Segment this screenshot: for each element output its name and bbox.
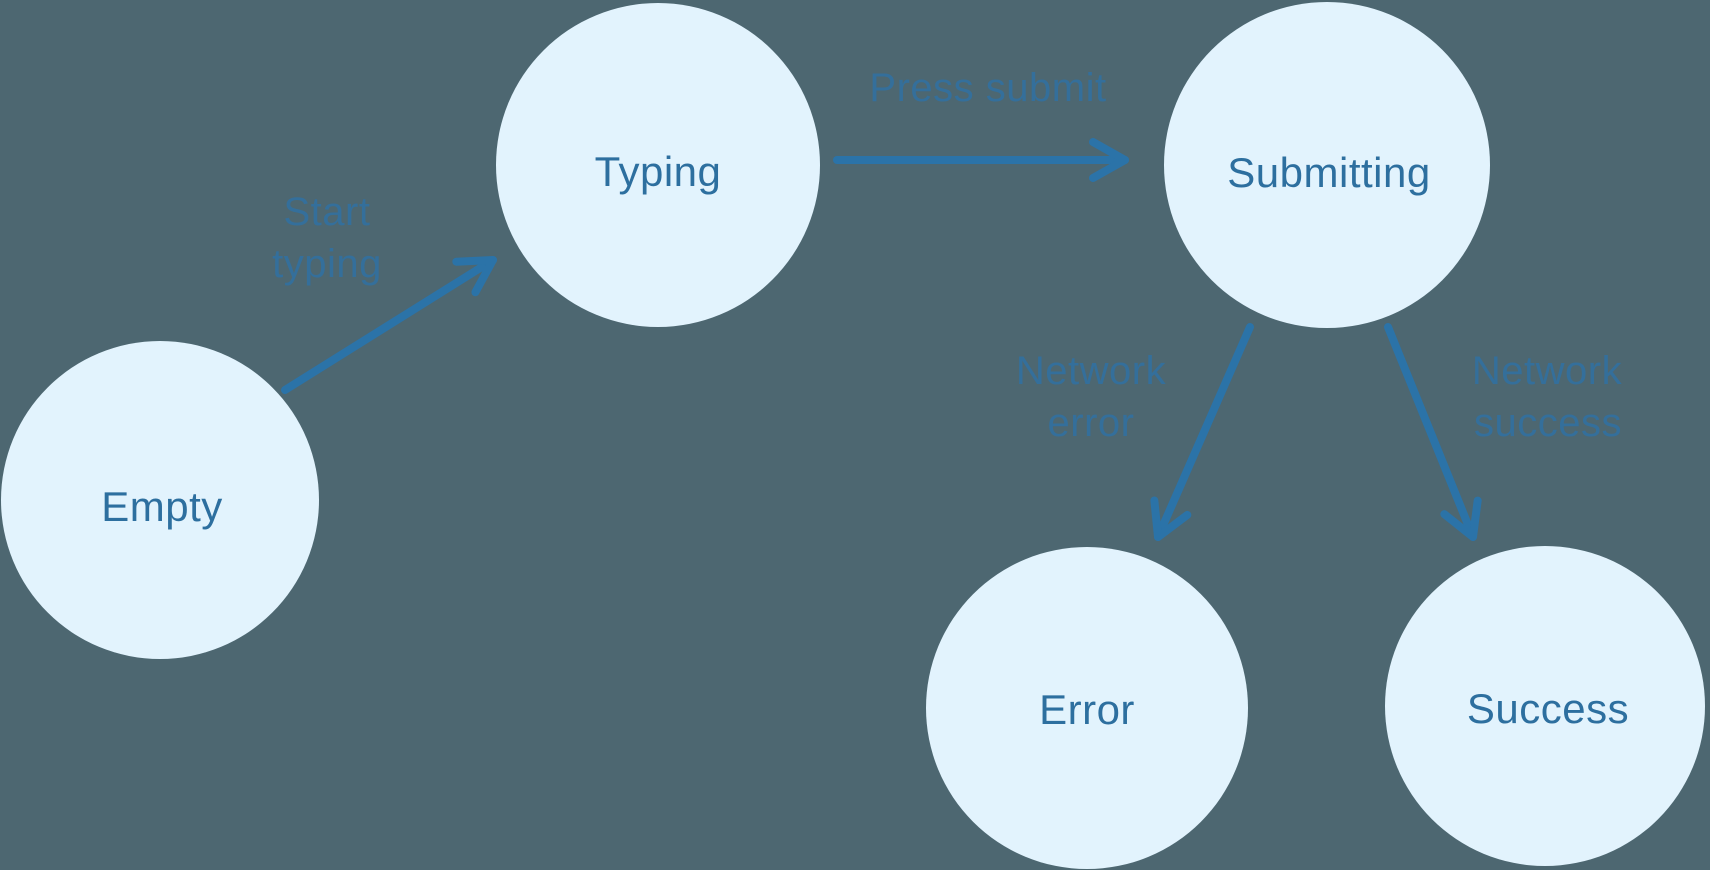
state-label: Success [1467,685,1629,732]
state-label: Submitting [1227,149,1430,196]
transition-label-line: Network [1016,349,1167,393]
state-node-success: Success [1385,546,1705,866]
transition-label-line: error [1048,401,1135,445]
transition-label-line: Press submit [869,66,1106,110]
state-circle [1164,2,1490,328]
state-node-submitting: Submitting [1164,2,1490,328]
transition-submitting-to-error: Network error [1016,323,1254,541]
state-circle [496,3,820,327]
state-node-error: Error [926,547,1248,869]
state-node-empty: Empty [1,341,319,659]
transition-arrow [281,256,497,394]
state-node-typing: Typing [496,3,820,327]
transition-label-line: Network [1472,349,1623,393]
transition-arrow [1150,323,1254,541]
transition-arrow [1384,323,1482,541]
transition-label-line: success [1474,401,1622,445]
state-label: Empty [101,483,223,530]
state-circle [926,547,1248,869]
state-label: Typing [595,148,722,195]
transition-submitting-to-success: Network success [1384,323,1623,541]
transition-label-line: Start [284,190,371,234]
transition-typing-to-submitting: Press submit [833,66,1129,182]
state-circle [1385,546,1705,866]
transition-label-line: typing [272,242,382,286]
state-label: Error [1039,686,1135,733]
state-circle [1,341,319,659]
transition-empty-to-typing: Start typing [272,190,497,394]
